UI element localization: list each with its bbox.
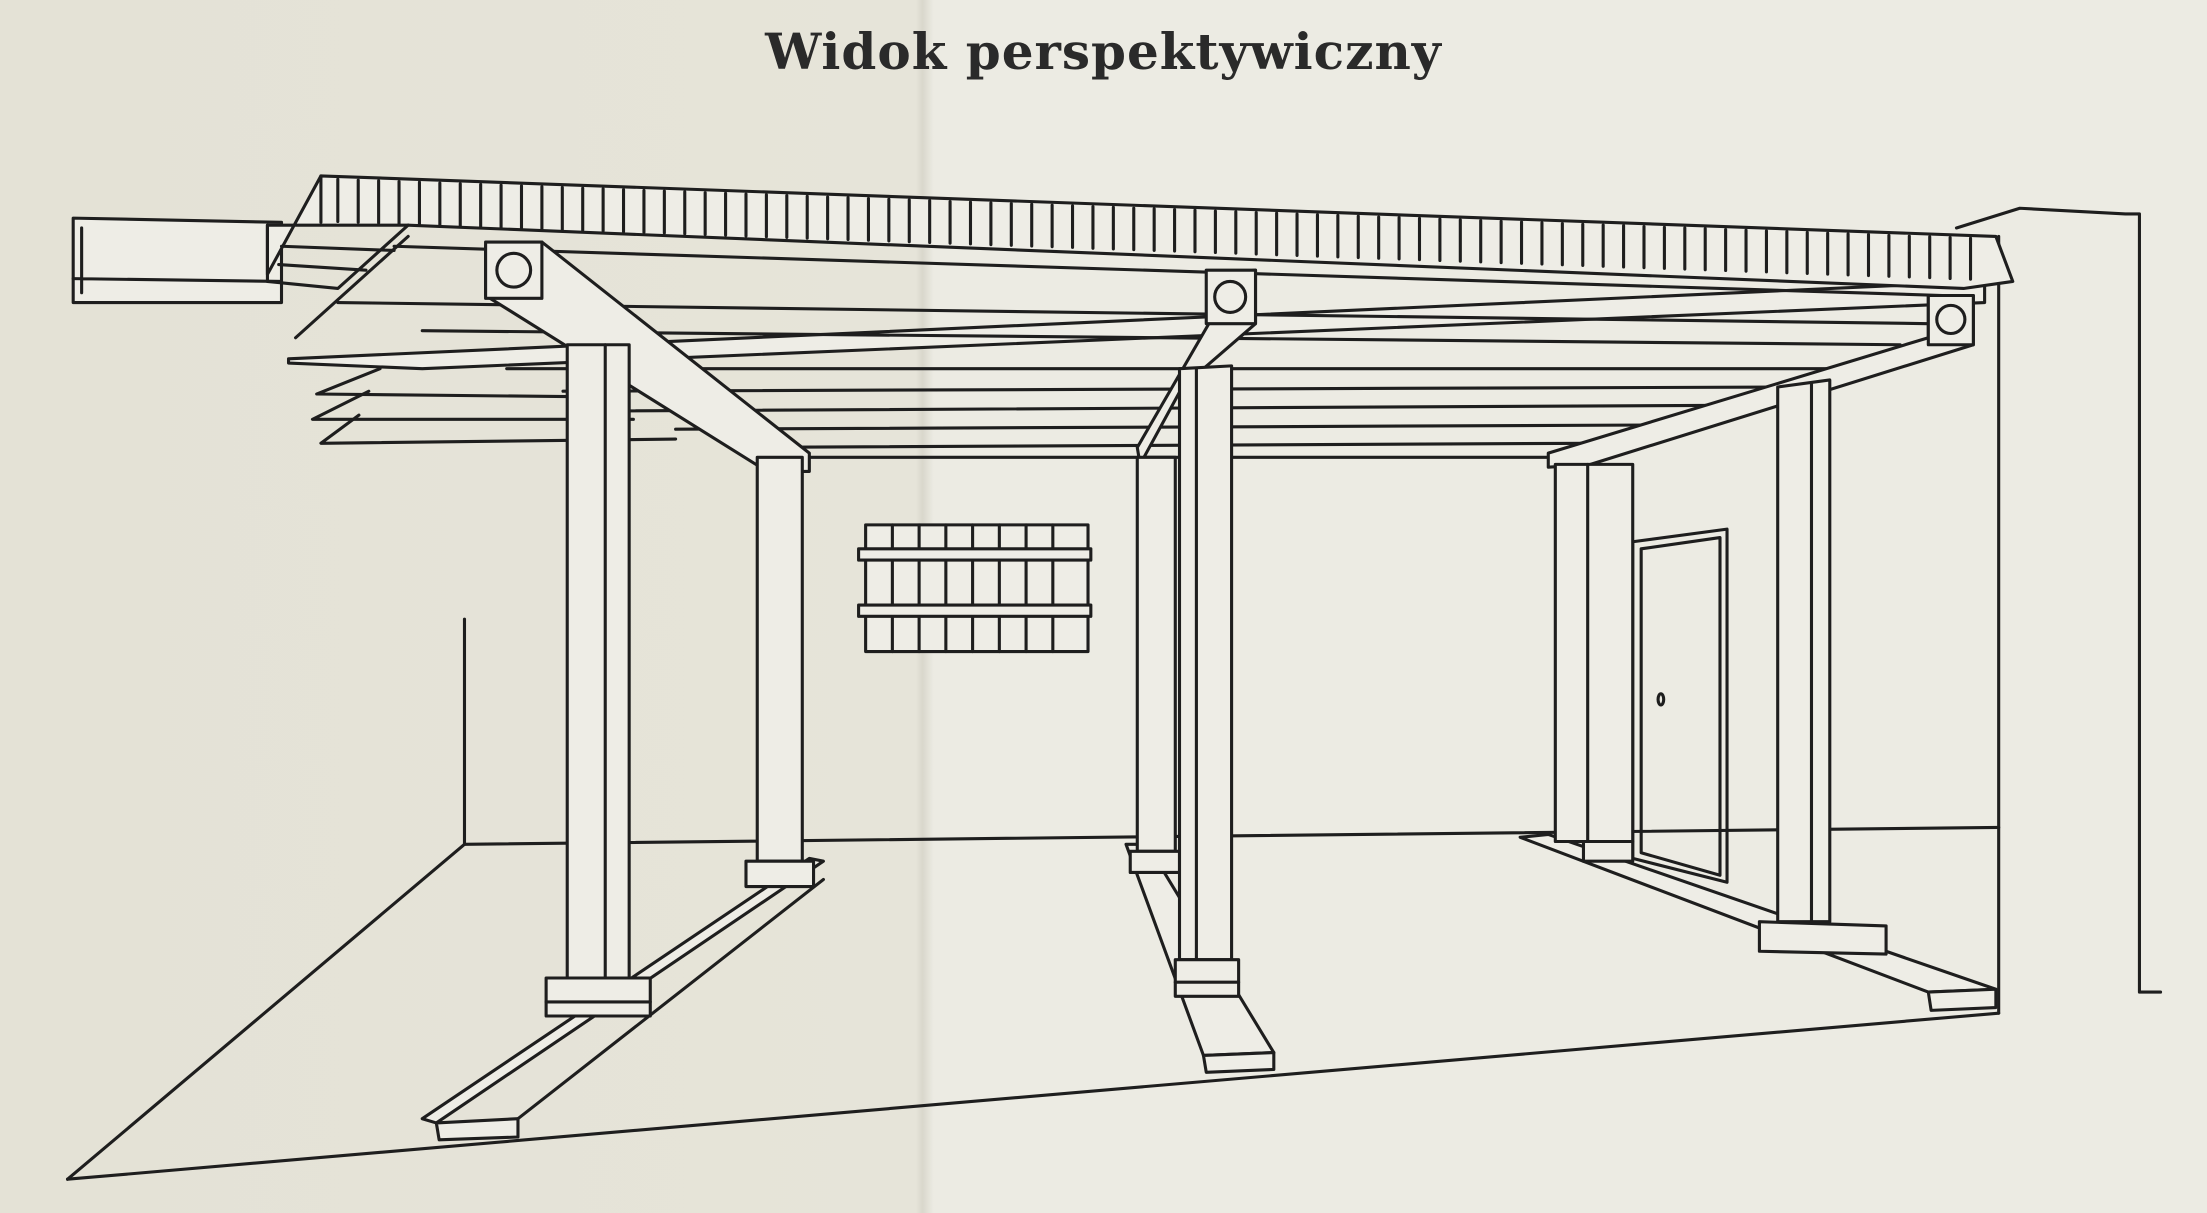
drawing-title: Widok perspektywiczny: [765, 22, 1442, 81]
steel-i-beam: [71, 216, 284, 305]
window: [857, 523, 1093, 654]
brick-slab: [265, 174, 2015, 291]
room-outline: [66, 206, 2163, 1181]
posts: [544, 343, 1888, 1018]
